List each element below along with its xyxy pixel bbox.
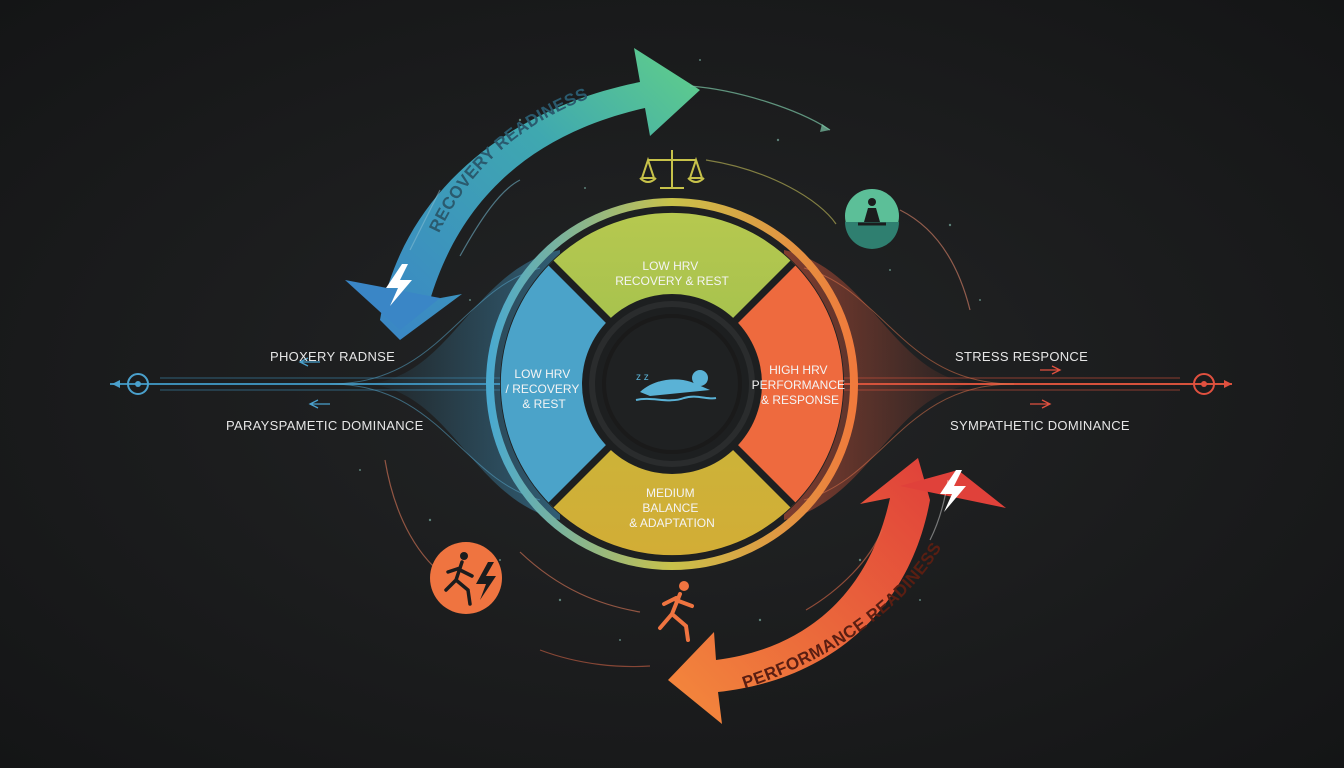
segment-right-label: HIGH HRV PERFORMANCE & RESPONSE (752, 363, 849, 407)
right-top-label: STRESS RESPONCE (955, 349, 1088, 364)
left-top-label: PHOXERY RADNSE (270, 349, 395, 364)
segment-bottom-label: MEDIUM BALANCE & ADAPTATION (629, 486, 715, 530)
left-funnel (360, 250, 560, 520)
meditation-icon (845, 189, 899, 249)
scales-icon (639, 150, 705, 189)
right-funnel (784, 250, 984, 520)
left-bottom-label: PARAYSPAMETIC DOMINANCE (226, 418, 424, 433)
quadrant-wheel (500, 212, 844, 556)
lightning-icon (386, 264, 412, 306)
left-funnel-lines (329, 267, 541, 501)
runner-icon (658, 581, 694, 642)
svg-text:z z: z z (636, 372, 649, 383)
runner-lightning-icon (430, 542, 502, 614)
segment-top-label: LOW HRV RECOVERY & REST (615, 259, 729, 288)
segment-left-label: LOW HRV / RECOVERY & REST (506, 367, 583, 411)
right-bottom-label: SYMPATHETIC DOMINANCE (950, 418, 1130, 433)
sleeping-person-icon: z z (635, 370, 717, 402)
outer-ring (486, 198, 858, 570)
lightning-icon (940, 470, 966, 512)
right-funnel-lines (803, 267, 1015, 501)
